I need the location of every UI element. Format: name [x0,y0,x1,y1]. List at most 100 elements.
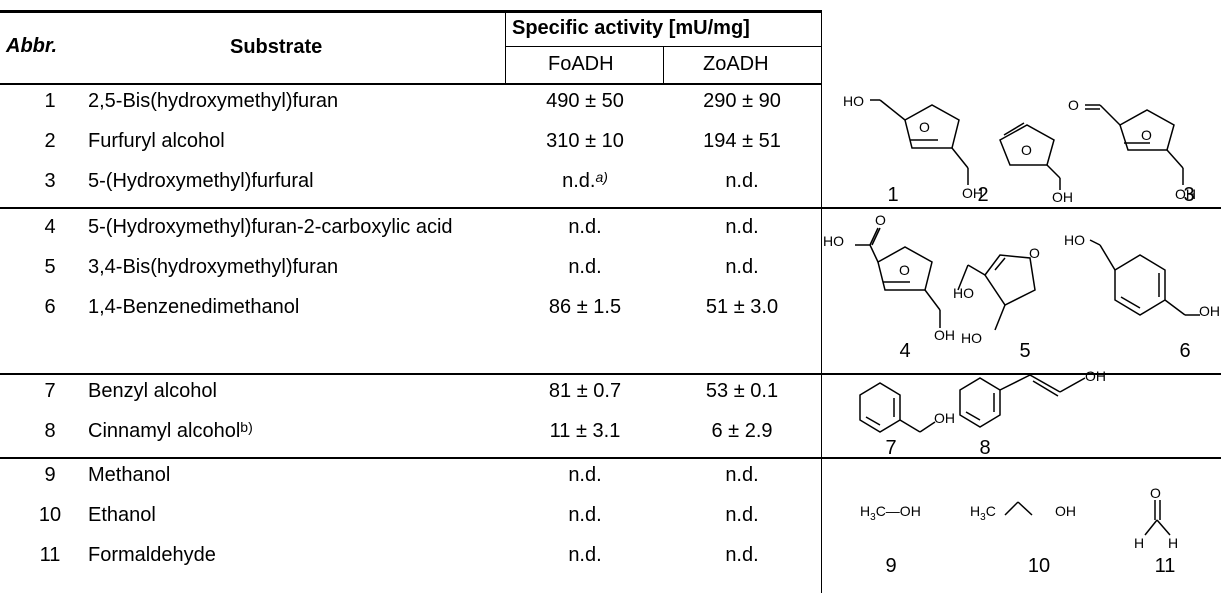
row-substrate: Formaldehyde [88,544,216,566]
header-foadh: FoADH [548,53,614,75]
row-zoadh-value: n.d. [725,170,759,192]
structure-number: 9 [885,555,897,577]
atom-label: HO [961,330,982,346]
structure-7-icon [859,382,936,433]
structure-1-icon [870,99,969,185]
row-number: 2 [44,130,56,152]
row-zoadh-value: n.d. [725,216,759,238]
atom-label: O [919,119,930,135]
row-substrate: Furfuryl alcohol [88,130,225,152]
header-specific-activity: Specific activity [mU/mg] [512,17,750,39]
atom-label: OH [1175,186,1196,202]
row-zoadh-value: 290 ± 90 [703,90,781,112]
structure-2-icon [999,122,1061,190]
row-foadh-value: 86 ± 1.5 [548,296,622,318]
methyl-label: H3C—OH [860,503,921,523]
group-rule-3 [0,457,1221,459]
atom-label: HO [823,233,844,249]
footnote-marker: a) [595,169,608,185]
row-zoadh-value: n.d. [725,544,759,566]
structure-6-icon [1089,239,1200,316]
header-rule [0,83,822,85]
row-number: 6 [44,296,56,318]
row-foadh-value: n.d. [568,504,602,526]
row-zoadh-value: 53 ± 0.1 [705,380,779,402]
row-substrate: 5-(Hydroxymethyl)furan-2-carboxylic acid [88,216,453,238]
structure-number: 2 [977,184,989,206]
col-divider-right [821,10,822,593]
row-number: 7 [44,380,56,402]
group-rule-2 [0,373,1221,375]
structure-3-icon [1085,104,1184,185]
row-substrate: 1,4-Benzenedimethanol [88,296,300,318]
atom-label: OH [1085,368,1106,384]
col-divider-mid [663,46,664,85]
structure-11-icon [1144,500,1171,536]
structure-number: 11 [1154,555,1176,577]
row-substrate: Cinnamyl alcoholb) [88,419,253,442]
structure-8-icon [959,374,1086,428]
row-zoadh-value: 51 ± 3.0 [705,296,779,318]
row-foadh-value: n.d. [568,216,602,238]
row-zoadh-value: 194 ± 51 [703,130,781,152]
structure-4-icon [855,227,941,328]
header-zoadh: ZoADH [703,53,769,75]
atom-label: O [899,262,910,278]
row-foadh-value: n.d.a) [562,169,608,192]
row-number: 11 [39,544,61,566]
row-foadh-value: n.d. [568,464,602,486]
row-number: 9 [44,464,56,486]
row-substrate: Benzyl alcohol [88,380,217,402]
row-foadh-value: n.d. [568,544,602,566]
structure-number: 4 [899,340,911,362]
structure-number: 10 [1027,555,1051,577]
row-foadh-value: 81 ± 0.7 [548,380,622,402]
atom-label: O [1150,485,1161,501]
methyl-label: H3C [970,503,996,523]
header-substrate: Substrate [230,36,323,58]
atom-label: O [875,212,886,228]
row-substrate: 2,5-Bis(hydroxymethyl)furan [88,90,339,112]
structure-number: 6 [1179,340,1191,362]
row-foadh-value: 310 ± 10 [546,130,624,152]
row-substrate: 3,4-Bis(hydroxymethyl)furan [88,256,339,278]
header-abbr: Abbr. [6,35,58,57]
row-number: 3 [44,170,56,192]
top-rule [0,10,822,13]
structure-number: 8 [979,437,991,459]
atom-label: O [1068,97,1079,113]
row-foadh-value: 11 ± 3.1 [549,420,621,442]
atom-label: HO [843,93,864,109]
atom-label: HO [1064,232,1085,248]
row-zoadh-value: 6 ± 2.9 [711,420,773,442]
atom-label: HO [953,285,974,301]
row-substrate: Ethanol [88,504,156,526]
atom-label: OH [1052,189,1073,205]
group-rule-1 [0,207,1221,209]
atom-label: H [1168,535,1179,551]
group-rule [506,46,822,47]
atom-label: OH [934,327,955,343]
row-foadh-value: 490 ± 50 [546,90,624,112]
row-number: 10 [38,504,62,526]
row-zoadh-value: n.d. [725,504,759,526]
col-divider-left [505,10,506,85]
structure-number: 5 [1019,340,1031,362]
atom-label: OH [934,410,955,426]
atom-label: OH [962,185,983,201]
row-number: 5 [44,256,56,278]
structure-number: 1 [887,184,899,206]
structure-10-icon [1004,501,1033,516]
atom-label: O [1029,245,1040,261]
atom-label: O [1021,142,1032,158]
row-number: 1 [44,90,56,112]
row-substrate: 5-(Hydroxymethyl)furfural [88,170,314,192]
row-number: 4 [44,216,56,238]
row-zoadh-value: n.d. [725,256,759,278]
atom-label: OH [1199,303,1220,319]
atom-label: H [1134,535,1145,551]
row-zoadh-value: n.d. [725,464,759,486]
row-substrate: Methanol [88,464,171,486]
row-foadh-value: n.d. [568,256,602,278]
